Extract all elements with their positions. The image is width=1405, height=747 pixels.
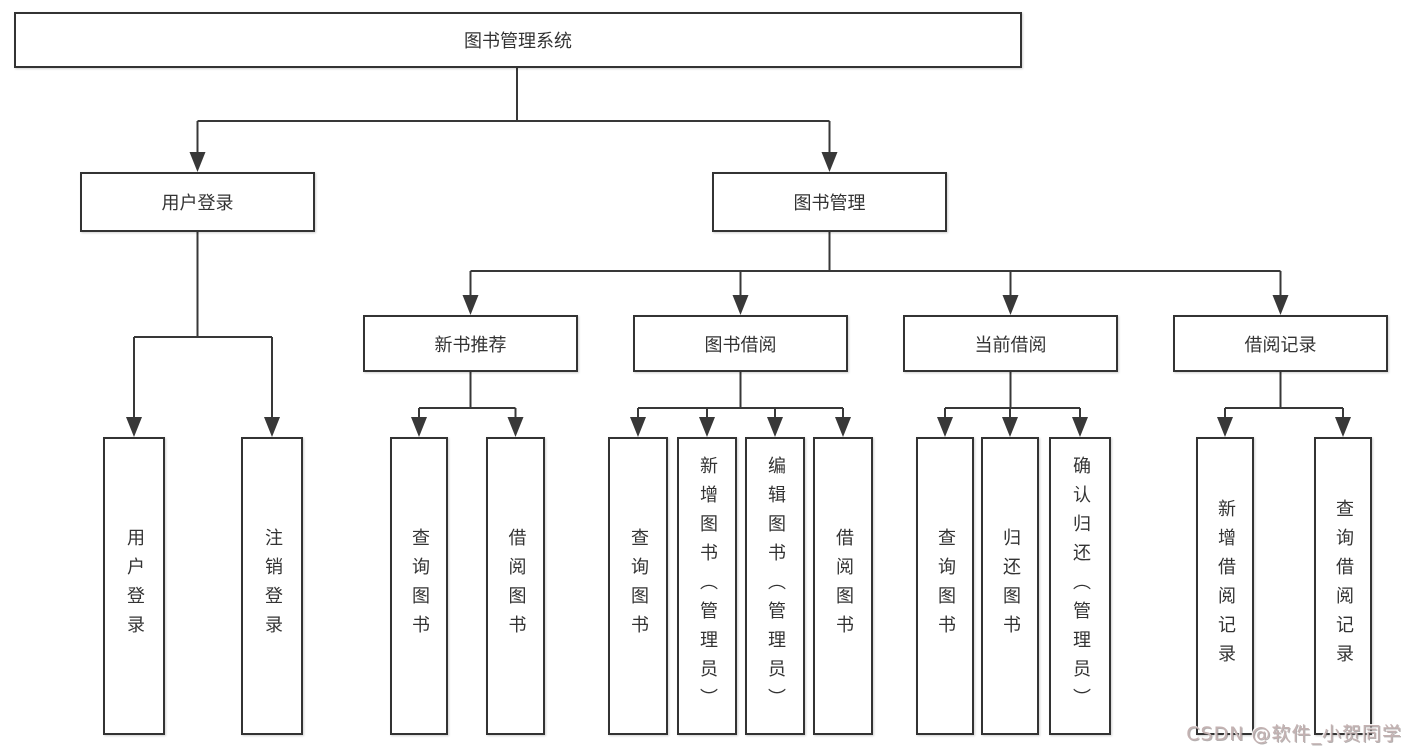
- node-borrowing-records: 借阅记录: [1173, 315, 1388, 372]
- leaf-add-books-admin: 新增图书（管理员）: [677, 437, 737, 735]
- arrowhead: [462, 295, 479, 315]
- arrowhead: [821, 152, 838, 172]
- leaf-label: 注销登录: [262, 528, 283, 644]
- leaf-confirm-return-admin: 确认归还（管理员）: [1049, 437, 1111, 735]
- arrowheads: [126, 152, 1351, 437]
- leaf-label: 借阅图书: [833, 528, 854, 644]
- arrowhead: [264, 417, 280, 437]
- leaf-query-books-a: 查询图书: [390, 437, 448, 735]
- edge-root-to-level2: [196, 68, 831, 156]
- connector-edges: [133, 68, 1344, 421]
- leaf-label: 查询图书: [935, 528, 956, 644]
- leaf-add-borrow-record: 新增借阅记录: [1196, 437, 1254, 735]
- arrowhead: [937, 417, 953, 437]
- arrowhead: [699, 417, 715, 437]
- edge-records-to-leaves: [1224, 372, 1344, 421]
- leaf-borrow-books-a: 借阅图书: [486, 437, 545, 735]
- leaf-return-books: 归还图书: [981, 437, 1039, 735]
- arrowhead: [1217, 417, 1233, 437]
- node-book-borrowing: 图书借阅: [633, 315, 848, 372]
- edge-userlogin-to-leaves: [133, 232, 273, 421]
- arrowhead: [732, 295, 749, 315]
- edge-bookmgmt-to-level3: [469, 232, 1282, 299]
- arrowhead: [1272, 295, 1289, 315]
- leaf-query-books-b: 查询图书: [608, 437, 668, 735]
- arrowhead: [1002, 417, 1018, 437]
- leaf-user-login: 用户登录: [103, 437, 165, 735]
- node-current-borrowing: 当前借阅: [903, 315, 1118, 372]
- arrowhead: [1335, 417, 1351, 437]
- arrowhead: [411, 417, 427, 437]
- leaf-logout: 注销登录: [241, 437, 303, 735]
- leaf-edit-books-admin: 编辑图书（管理员）: [745, 437, 805, 735]
- arrowhead: [835, 417, 851, 437]
- arrowhead: [507, 417, 524, 437]
- arrowhead: [767, 417, 783, 437]
- node-new-book-recommend: 新书推荐: [363, 315, 578, 372]
- edge-borrowing-to-leaves: [637, 372, 844, 421]
- leaf-label: 编辑图书（管理员）: [765, 455, 786, 717]
- leaf-label: 归还图书: [1000, 528, 1021, 644]
- leaf-borrow-books-b: 借阅图书: [813, 437, 873, 735]
- arrowhead: [630, 417, 646, 437]
- leaf-label: 查询借阅记录: [1333, 499, 1354, 673]
- leaf-query-borrow-record: 查询借阅记录: [1314, 437, 1372, 735]
- leaf-label: 查询图书: [628, 528, 649, 644]
- leaf-query-books-c: 查询图书: [916, 437, 974, 735]
- leaf-label: 用户登录: [124, 528, 145, 644]
- node-root: 图书管理系统: [14, 12, 1022, 68]
- leaf-label: 确认归还（管理员）: [1070, 455, 1091, 717]
- node-user-login: 用户登录: [80, 172, 315, 232]
- edge-current-to-leaves: [944, 372, 1081, 421]
- leaf-label: 查询图书: [409, 528, 430, 644]
- edge-newbook-to-leaves: [418, 372, 517, 421]
- arrowhead: [1072, 417, 1088, 437]
- leaf-label: 新增图书（管理员）: [697, 455, 718, 717]
- leaf-label: 借阅图书: [505, 528, 527, 644]
- arrowhead: [189, 152, 206, 172]
- watermark: CSDN @软件_小贺同学: [1186, 723, 1402, 745]
- arrowhead: [126, 417, 142, 437]
- node-book-management: 图书管理: [712, 172, 947, 232]
- arrowhead: [1002, 295, 1019, 315]
- leaf-label: 新增借阅记录: [1215, 499, 1236, 673]
